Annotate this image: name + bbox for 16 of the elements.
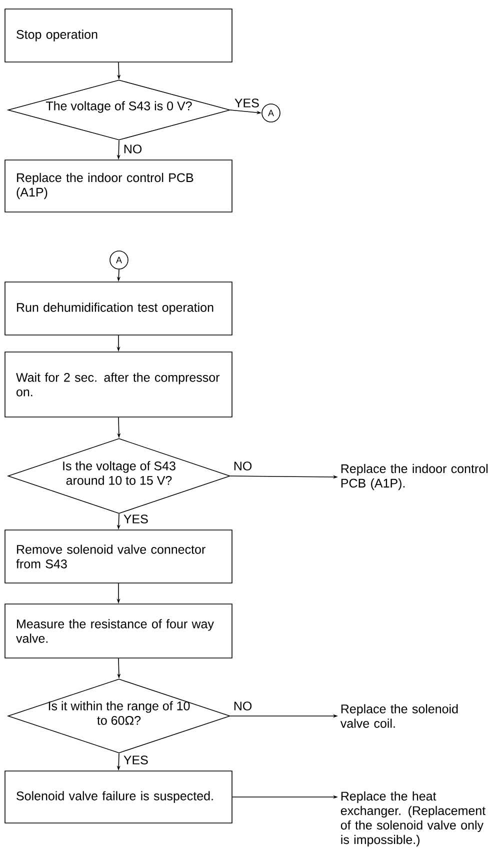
- edge-label: NO: [232, 460, 254, 472]
- process-box: Remove solenoid valve connector from S43: [4, 530, 232, 584]
- process-box: Solenoid valve failure is suspected.: [4, 770, 232, 824]
- process-box: Wait for 2 sec. after the compressor on.: [4, 352, 232, 418]
- edge-label: YES: [122, 754, 150, 766]
- process-box: Replace the indoor control PCB (A1P): [4, 160, 232, 212]
- result-text: Replace the heat exchanger. (Replacement of the solenoid valve only is impossible.): [340, 791, 486, 847]
- edge-label: YES: [233, 98, 260, 108]
- process-box: Measure the resistance of four way valve.: [4, 604, 232, 658]
- result-text: Replace the indoor control PCB (A1P).: [341, 464, 488, 490]
- edge-label: NO: [122, 144, 144, 154]
- process-box: Stop operation: [4, 8, 232, 62]
- edge-label: YES: [122, 514, 150, 524]
- edge-label: NO: [232, 700, 254, 712]
- process-box: Run dehumidification test operation: [4, 282, 232, 336]
- result-text: Replace the solenoid valve coil.: [340, 704, 458, 728]
